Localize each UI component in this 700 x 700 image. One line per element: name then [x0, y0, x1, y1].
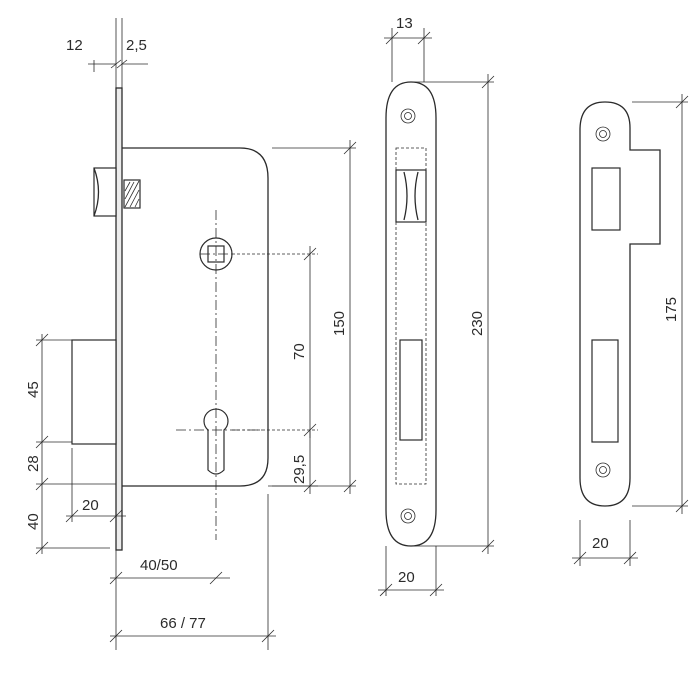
strike-latch-opening — [591, 167, 621, 231]
deadbolt — [71, 339, 117, 445]
dim-40: 40 — [25, 513, 42, 530]
dim-175: 175 — [663, 297, 680, 322]
deadbolt-opening — [399, 339, 423, 441]
cylinder-hole — [203, 408, 229, 475]
strike-plate-view — [579, 101, 661, 507]
dimensions-strike: 175 20 — [572, 94, 689, 566]
faceplate-front-view — [385, 81, 437, 547]
dim-40-50: 40/50 — [140, 557, 178, 574]
dim-20-faceplate: 20 — [398, 569, 415, 586]
strike-plate — [579, 101, 661, 507]
dim-230: 230 — [469, 311, 486, 336]
dim-2-5: 2,5 — [126, 37, 147, 54]
dim-29-5: 29,5 — [291, 455, 308, 484]
strike-deadbolt-opening — [591, 339, 619, 443]
dim-70: 70 — [291, 343, 308, 360]
faceplate-edge — [115, 87, 123, 551]
dimensions-side: 12 2,5 45 28 40 20 70 29,5 — [25, 18, 357, 650]
latch-bolt — [93, 167, 141, 217]
faceplate — [385, 81, 437, 547]
dim-45: 45 — [25, 381, 42, 398]
dimensions-faceplate: 13 230 20 — [378, 15, 495, 597]
dim-13: 13 — [396, 15, 413, 32]
lock-body-side-view — [71, 87, 318, 551]
latch-opening — [395, 169, 427, 223]
dim-66-77: 66 / 77 — [160, 615, 206, 632]
dim-28: 28 — [25, 455, 42, 472]
lock-case — [122, 147, 269, 487]
dim-20-strike: 20 — [592, 535, 609, 552]
dim-20-bolt: 20 — [82, 497, 99, 514]
dim-12: 12 — [66, 37, 83, 54]
dim-150: 150 — [331, 311, 348, 336]
